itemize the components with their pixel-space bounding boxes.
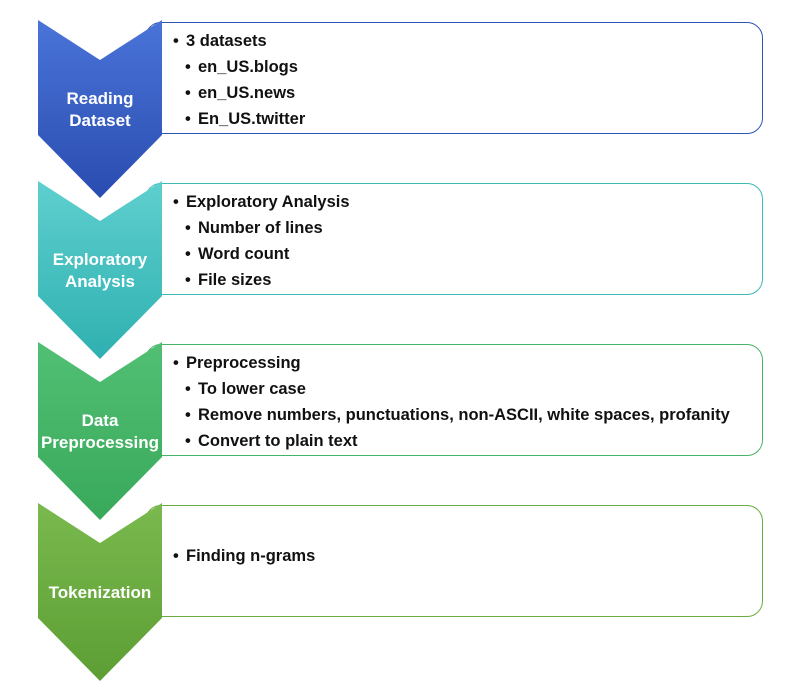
- bullet-text: Word count: [198, 245, 290, 263]
- bullet-dot-icon: •: [173, 193, 179, 211]
- sub-bullet-item: • To lower case: [173, 376, 773, 402]
- chevron-arrow-shape: [38, 20, 162, 198]
- bullet-text: To lower case: [198, 380, 306, 398]
- bullet-text: Exploratory Analysis: [186, 193, 350, 211]
- chevron-arrow-shape: [38, 181, 162, 359]
- stage-label: Tokenization: [48, 583, 152, 602]
- stage-detail-box: [145, 505, 763, 617]
- stage-detail-box: [145, 344, 763, 456]
- stage-detail-box: [145, 183, 763, 295]
- bullet-item: • Exploratory Analysis: [173, 189, 773, 215]
- bullet-dot-icon: •: [185, 271, 191, 289]
- sub-bullet-item: • En_US.twitter: [173, 106, 773, 132]
- sub-bullet-item: • en_US.blogs: [173, 54, 773, 80]
- bullet-list: • Finding n-grams: [173, 543, 773, 569]
- bullet-text: en_US.news: [198, 84, 296, 102]
- stage-label: Exploratory Analysis: [52, 250, 148, 291]
- bullet-dot-icon: •: [185, 380, 191, 398]
- stage-data-preprocessing: Data Preprocessing • Preprocessing • To lowe…: [0, 342, 795, 522]
- bullet-dot-icon: •: [185, 406, 191, 424]
- bullet-text: File sizes: [198, 271, 272, 289]
- bullet-list: • Exploratory Analysis • Number of lines • Wo…: [173, 189, 773, 293]
- bullet-dot-icon: •: [185, 432, 191, 450]
- bullet-list: • 3 datasets • en_US.blogs • en_US.news • En_US…: [173, 28, 773, 132]
- stage-exploratory-analysis: Exploratory Analysis • Exploratory Analysi…: [0, 181, 795, 361]
- stage-tokenization: Tokenization • Finding n-grams: [0, 503, 795, 683]
- stage-label: Reading Dataset: [66, 89, 134, 130]
- sub-bullet-item: • Convert to plain text: [173, 428, 773, 454]
- bullet-dot-icon: •: [185, 219, 191, 237]
- bullet-item: • 3 datasets: [173, 28, 773, 54]
- bullet-text: Preprocessing: [186, 354, 301, 372]
- bullet-dot-icon: •: [173, 354, 179, 372]
- bullet-dot-icon: •: [185, 245, 191, 263]
- bullet-dot-icon: •: [185, 84, 191, 102]
- bullet-text: Remove numbers, punctuations, non-ASCII,…: [198, 406, 730, 424]
- stage-reading-dataset: Reading Dataset • 3 datasets • en_US.blogs • e…: [0, 20, 795, 200]
- chevron-arrow-shape: [38, 503, 162, 681]
- bullet-text: 3 datasets: [186, 32, 267, 50]
- sub-bullet-item: • Remove numbers, punctuations, non-ASCII…: [173, 402, 773, 428]
- sub-bullet-item: • en_US.news: [173, 80, 773, 106]
- sub-bullet-item: • Word count: [173, 241, 773, 267]
- bullet-text: Number of lines: [198, 219, 323, 237]
- bullet-dot-icon: •: [173, 547, 179, 565]
- bullet-text: en_US.blogs: [198, 58, 298, 76]
- bullet-text: Convert to plain text: [198, 432, 358, 450]
- sub-bullet-item: • File sizes: [173, 267, 773, 293]
- bullet-dot-icon: •: [173, 32, 179, 50]
- sub-bullet-item: • Number of lines: [173, 215, 773, 241]
- bullet-list: • Preprocessing • To lower case • Remove numb…: [173, 350, 773, 454]
- bullet-text: Finding n-grams: [186, 547, 316, 565]
- stage-label: Data Preprocessing: [40, 411, 160, 452]
- bullet-item: • Preprocessing: [173, 350, 773, 376]
- chevron-arrow-shape: [38, 342, 162, 520]
- bullet-text: En_US.twitter: [198, 110, 306, 128]
- stage-detail-box: [145, 22, 763, 134]
- bullet-item: • Finding n-grams: [173, 543, 773, 569]
- bullet-dot-icon: •: [185, 58, 191, 76]
- bullet-dot-icon: •: [185, 110, 191, 128]
